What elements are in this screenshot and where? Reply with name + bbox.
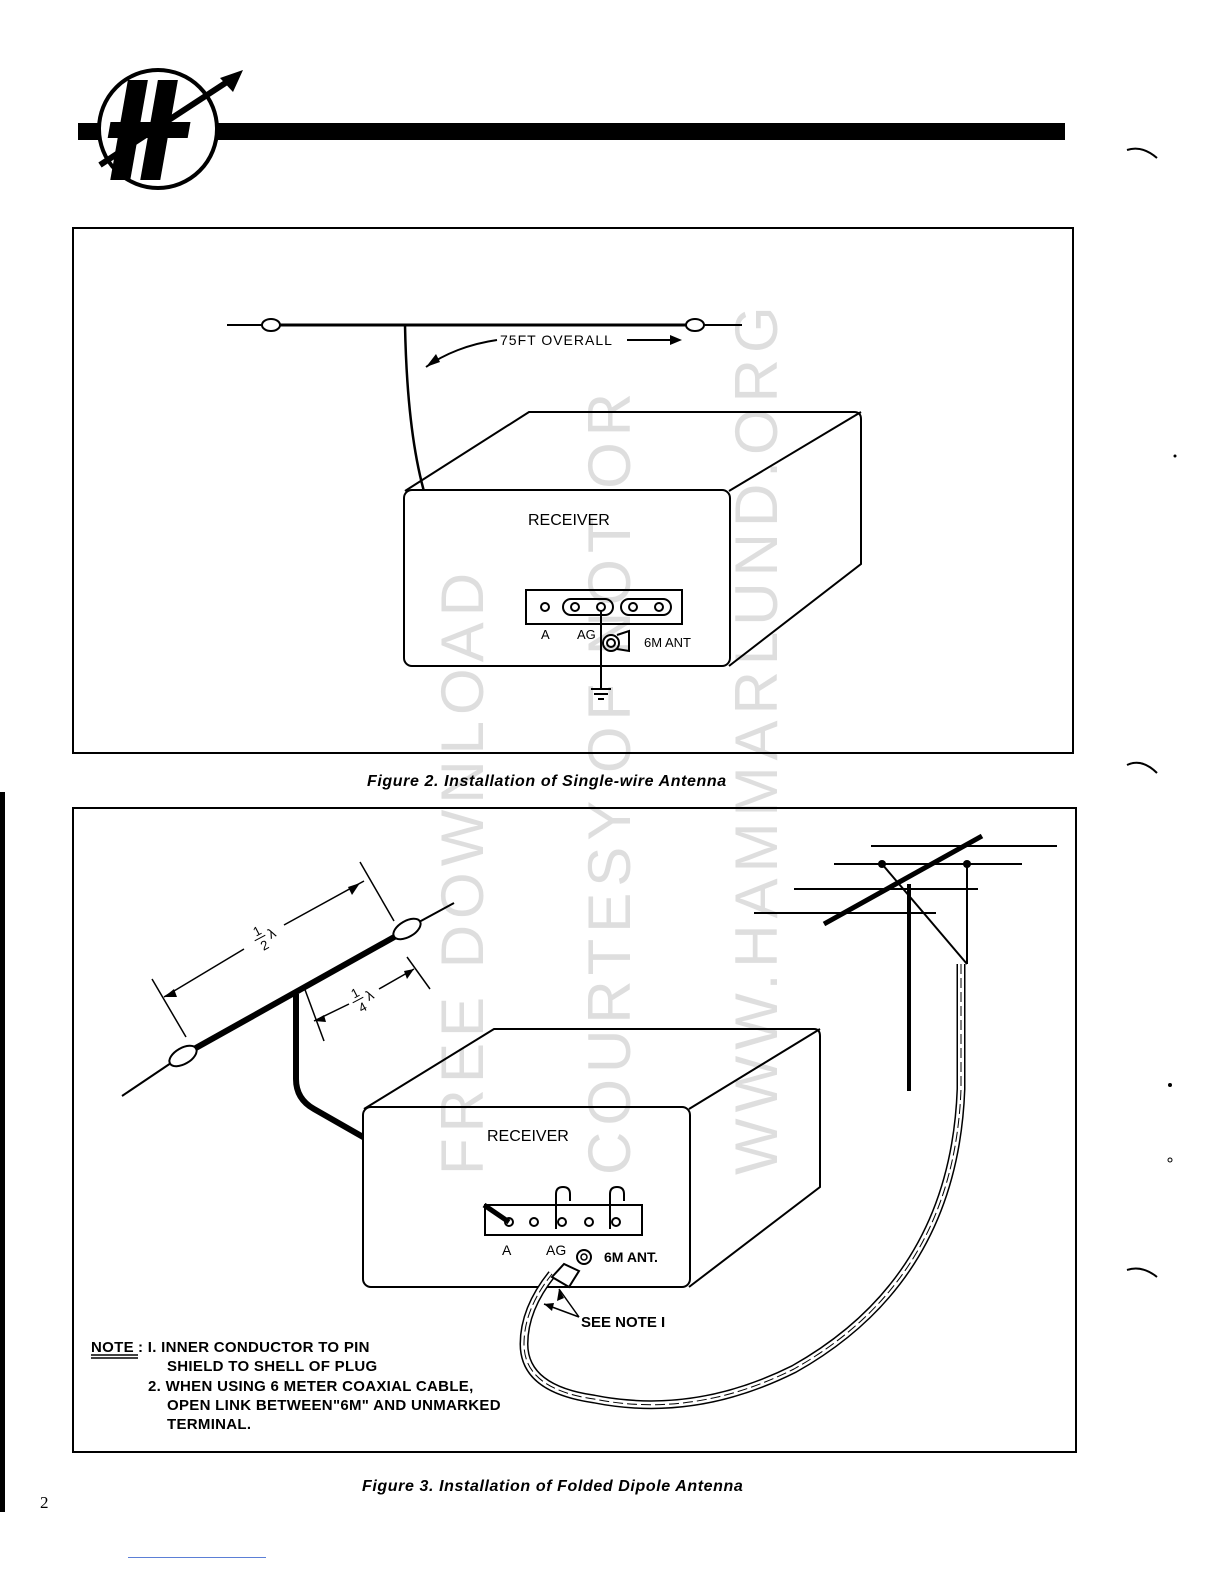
figure-2-drawing: 75FT OVERALL RECEIVER A AG 6M ANT xyxy=(227,318,862,700)
receiver-label-3: RECEIVER xyxy=(487,1128,569,1145)
quarter-wave-label: 1 4 λ xyxy=(348,985,377,1016)
header-rule xyxy=(78,123,1065,140)
dipole-insulator-left xyxy=(168,1044,198,1068)
dipole-insulator-right xyxy=(392,917,422,941)
header xyxy=(78,68,1065,190)
margin-marks xyxy=(1126,147,1177,1278)
half-wave-label: 1 2 λ xyxy=(250,923,279,954)
watermark-line-2: COURTESY OF NOT OR xyxy=(576,386,643,1175)
watermark-line-1: FREE DOWNLOAD xyxy=(429,566,496,1175)
svg-text:λ: λ xyxy=(265,924,279,941)
figure-2-caption: Figure 2. Installation of Single-wire An… xyxy=(367,773,727,790)
link-underline xyxy=(128,1557,266,1558)
ant-label: 6M ANT xyxy=(644,635,691,650)
insulator-left xyxy=(261,318,281,332)
feed-line xyxy=(293,994,486,1209)
dipole-element xyxy=(192,933,398,1052)
note-label: NOTE xyxy=(91,1339,134,1356)
watermark-line-3: WWW.HAMMARLUND.ORG xyxy=(723,300,790,1175)
terminal-ag-label-3: AG xyxy=(546,1242,566,1258)
note-2-line2: OPEN LINK BETWEEN"6M" AND UNMARKED xyxy=(167,1397,501,1414)
svg-text:2: 2 xyxy=(258,937,271,954)
terminal-ag-label: AG xyxy=(577,627,596,642)
note-2-line3: TERMINAL. xyxy=(167,1416,252,1433)
insulator-right xyxy=(685,318,705,332)
figure-3-caption: Figure 3. Installation of Folded Dipole … xyxy=(362,1478,744,1495)
figure-3: 1 2 λ 1 4 λ RECEIVER A AG 6M ANT. SEE NO… xyxy=(72,807,1077,1453)
terminal-a-label-3: A xyxy=(502,1242,512,1258)
note-2-line1: 2. WHEN USING 6 METER COAXIAL CABLE, xyxy=(148,1378,474,1395)
left-edge-bar xyxy=(0,792,5,1512)
hammarlund-logo xyxy=(97,68,243,190)
svg-text:4: 4 xyxy=(356,999,369,1016)
overall-label: 75FT OVERALL xyxy=(500,332,613,348)
tv-antenna-boom xyxy=(822,833,984,927)
svg-text:λ: λ xyxy=(363,986,377,1003)
note-1-line2: SHIELD TO SHELL OF PLUG xyxy=(167,1358,378,1375)
terminal-a-label: A xyxy=(541,627,550,642)
see-note-label: SEE NOTE I xyxy=(581,1314,665,1331)
receiver-label: RECEIVER xyxy=(528,512,610,529)
page-number: 2 xyxy=(40,1493,49,1512)
coax-connector xyxy=(602,634,620,652)
terminal-strip-3 xyxy=(484,1204,643,1236)
figure-2: 75FT OVERALL RECEIVER A AG 6M ANT xyxy=(72,227,1074,754)
note-1-line1: : I. INNER CONDUCTOR TO PIN xyxy=(138,1339,370,1356)
ant-label-3: 6M ANT. xyxy=(604,1249,658,1265)
figure-3-drawing: 1 2 λ 1 4 λ RECEIVER A AG 6M ANT. SEE NO… xyxy=(91,833,1057,1410)
